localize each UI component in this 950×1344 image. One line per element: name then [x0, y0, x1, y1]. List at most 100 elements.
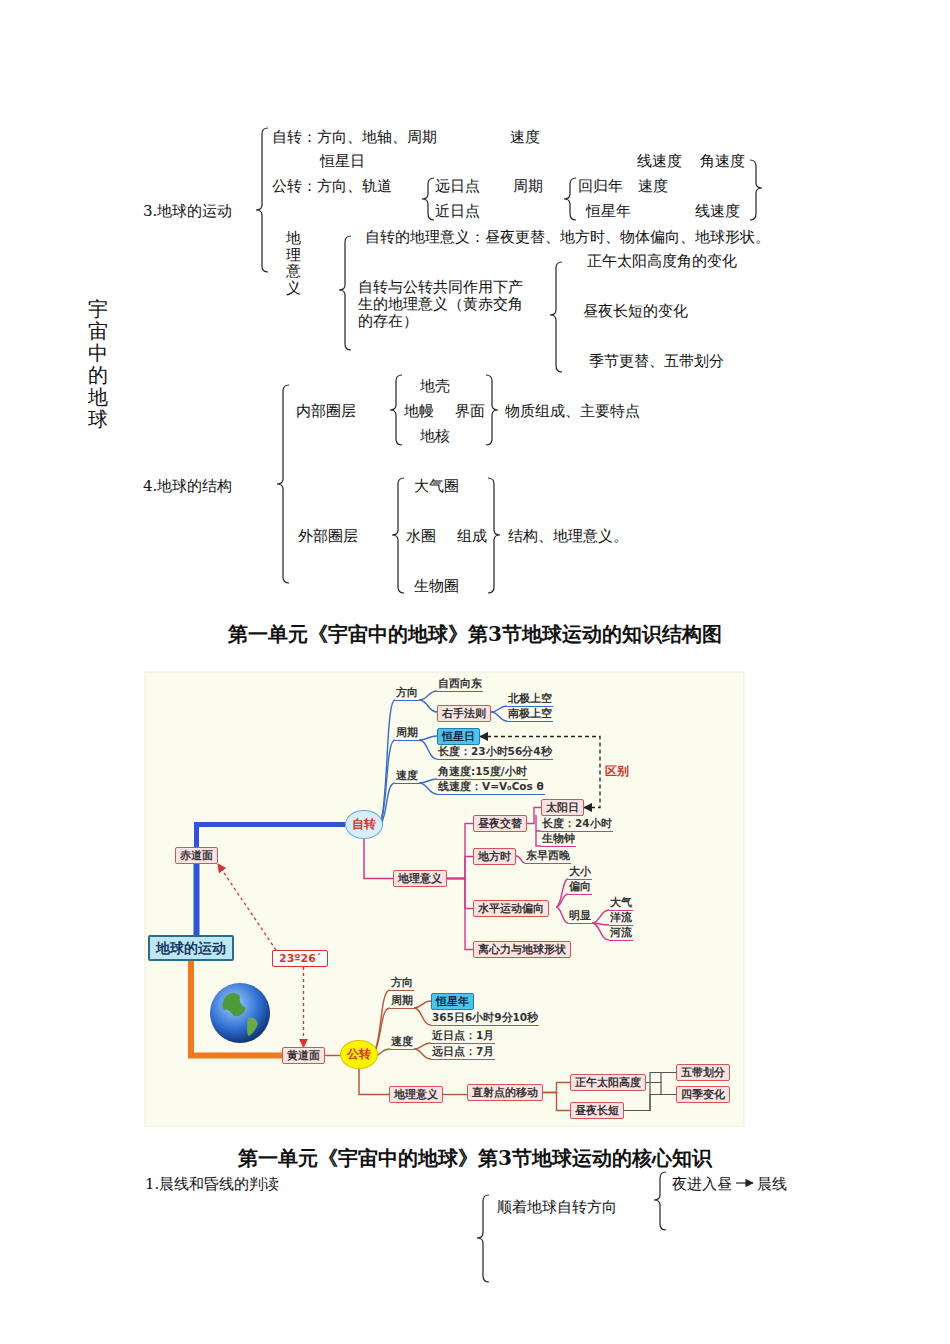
- box-text: 右手法则: [442, 707, 486, 719]
- globe: [210, 983, 270, 1043]
- branch-line: [414, 1043, 431, 1049]
- text-label: 近日点：1月: [431, 1029, 495, 1044]
- text-label: 自转的地理意义：昼夜更替、地方时、物体偏向、地球形状。: [365, 228, 770, 246]
- box-text: 恒星日: [442, 730, 475, 742]
- connector: [191, 961, 282, 1056]
- text-label: 昼夜长短的变化: [583, 302, 688, 320]
- box-text: 地理意义: [394, 1088, 438, 1100]
- text-label: 角速度:15度/小时: [437, 765, 528, 780]
- text-label: 3.地球的运动: [143, 202, 232, 220]
- mindmap-box: 恒星年: [431, 993, 474, 1010]
- text-label: 回归年: [578, 177, 623, 195]
- branch-line: [414, 1049, 431, 1059]
- section-heading: 第一单元《宇宙中的地球》第3节地球运动的核心知识: [0, 1146, 950, 1170]
- text-label: 宇宙中的地球: [88, 298, 108, 430]
- mindmap-box: 昼夜交替: [473, 815, 527, 832]
- mindmap-box: 太阳日: [541, 799, 584, 816]
- text-label: 大气圈: [414, 477, 459, 495]
- text-label: 线速度: [637, 152, 682, 170]
- connector: [447, 879, 473, 909]
- mindmap-box: 23º26´: [272, 950, 328, 967]
- text-label: 界面: [455, 402, 485, 420]
- box-text: 五带划分: [681, 1066, 725, 1078]
- connector: [303, 967, 304, 1047]
- box-text: 自转: [352, 817, 376, 831]
- mindmap-box: 地方时: [473, 848, 516, 865]
- text-label: 周期: [390, 994, 414, 1009]
- mindmap-box: 水平运动偏向: [473, 900, 549, 917]
- branch-line: [374, 1008, 390, 1054]
- mindmap-box: 地理意义: [393, 870, 447, 887]
- brace: [256, 128, 268, 272]
- branch-line: [419, 691, 437, 700]
- text-label: 偏向: [568, 880, 592, 895]
- mindmap-box: 正午太阳高度: [570, 1074, 646, 1091]
- connector: [624, 1095, 676, 1111]
- mindmap-box: 五带划分: [676, 1064, 730, 1081]
- text-label: 南极上空: [507, 707, 553, 722]
- box-text: 直射点的移动: [472, 1086, 538, 1098]
- connector: [447, 857, 473, 879]
- branch-line: [381, 740, 395, 822]
- mindmap-box: 右手法则: [437, 705, 491, 722]
- connector: [443, 1094, 467, 1095]
- mindmap-box: 地理意义: [389, 1086, 443, 1103]
- mindmap-box: 四季变化: [676, 1086, 730, 1103]
- branch-line: [419, 783, 437, 794]
- box-text: 恒星年: [436, 995, 469, 1007]
- text-label: 外部圈层: [298, 527, 358, 545]
- branch-line: [556, 894, 568, 907]
- connector: [447, 879, 473, 950]
- text-label: 地核: [420, 427, 450, 445]
- mindmap-box: 离心力与地球形状: [473, 941, 571, 958]
- brace: [477, 1195, 489, 1282]
- box-text: 地理意义: [398, 872, 442, 884]
- text-label: 速度: [390, 1035, 414, 1050]
- branch-line: [419, 736, 437, 740]
- text-label: 北极上空: [507, 692, 553, 707]
- branch-line: [419, 740, 437, 759]
- globe-land: [222, 993, 246, 1016]
- text-label: 顺着地球自转方向: [497, 1198, 617, 1216]
- text-label: 河流: [609, 926, 633, 941]
- brace: [654, 1172, 666, 1230]
- mindmap-box: 昼夜长短: [570, 1102, 624, 1119]
- branch-line: [419, 779, 437, 783]
- connector: [359, 1069, 389, 1095]
- brace: [564, 178, 576, 220]
- box-text: 地方时: [478, 850, 511, 862]
- text-label: 水圈: [406, 527, 436, 545]
- mindmap-box: 赤道面: [175, 847, 218, 864]
- text-label: 地幔: [404, 402, 434, 420]
- connector: [543, 1083, 570, 1093]
- text-label: 洋流: [609, 911, 633, 926]
- brace: [339, 236, 351, 350]
- text-label: 长度：23小时56分4秒: [437, 745, 553, 760]
- text-label: 大气: [609, 896, 633, 911]
- text-label: 大小: [568, 865, 592, 880]
- mindmap-box: 恒星日: [437, 728, 480, 745]
- mindmap-box: 地球的运动: [148, 935, 234, 961]
- text-label: 365日6小时9分10秒: [431, 1011, 539, 1026]
- text-label: 东早西晚: [525, 849, 571, 864]
- text-label: 远日点: [435, 177, 480, 195]
- branch-line: [419, 700, 437, 712]
- text-label: 公转：方向、轨道: [272, 177, 392, 195]
- branch-line: [556, 907, 568, 923]
- branch-line: [516, 856, 525, 863]
- leader-arrow: [736, 1182, 753, 1183]
- brace: [392, 478, 404, 593]
- box-text: 23º26´: [279, 952, 321, 965]
- branch-line: [414, 1008, 431, 1025]
- brace: [750, 160, 762, 220]
- text-label: 生物钟: [541, 832, 576, 847]
- text-label: 线速度：V=V₀Cos θ: [437, 780, 545, 795]
- connector: [364, 839, 393, 879]
- text-label: 物质组成、主要特点: [505, 402, 640, 420]
- text-label: 线速度: [695, 202, 740, 220]
- branch-line: [414, 1001, 431, 1008]
- mindmap-box: 黄道面: [282, 1047, 325, 1064]
- connector: [527, 808, 541, 824]
- box-text: 公转: [347, 1047, 371, 1061]
